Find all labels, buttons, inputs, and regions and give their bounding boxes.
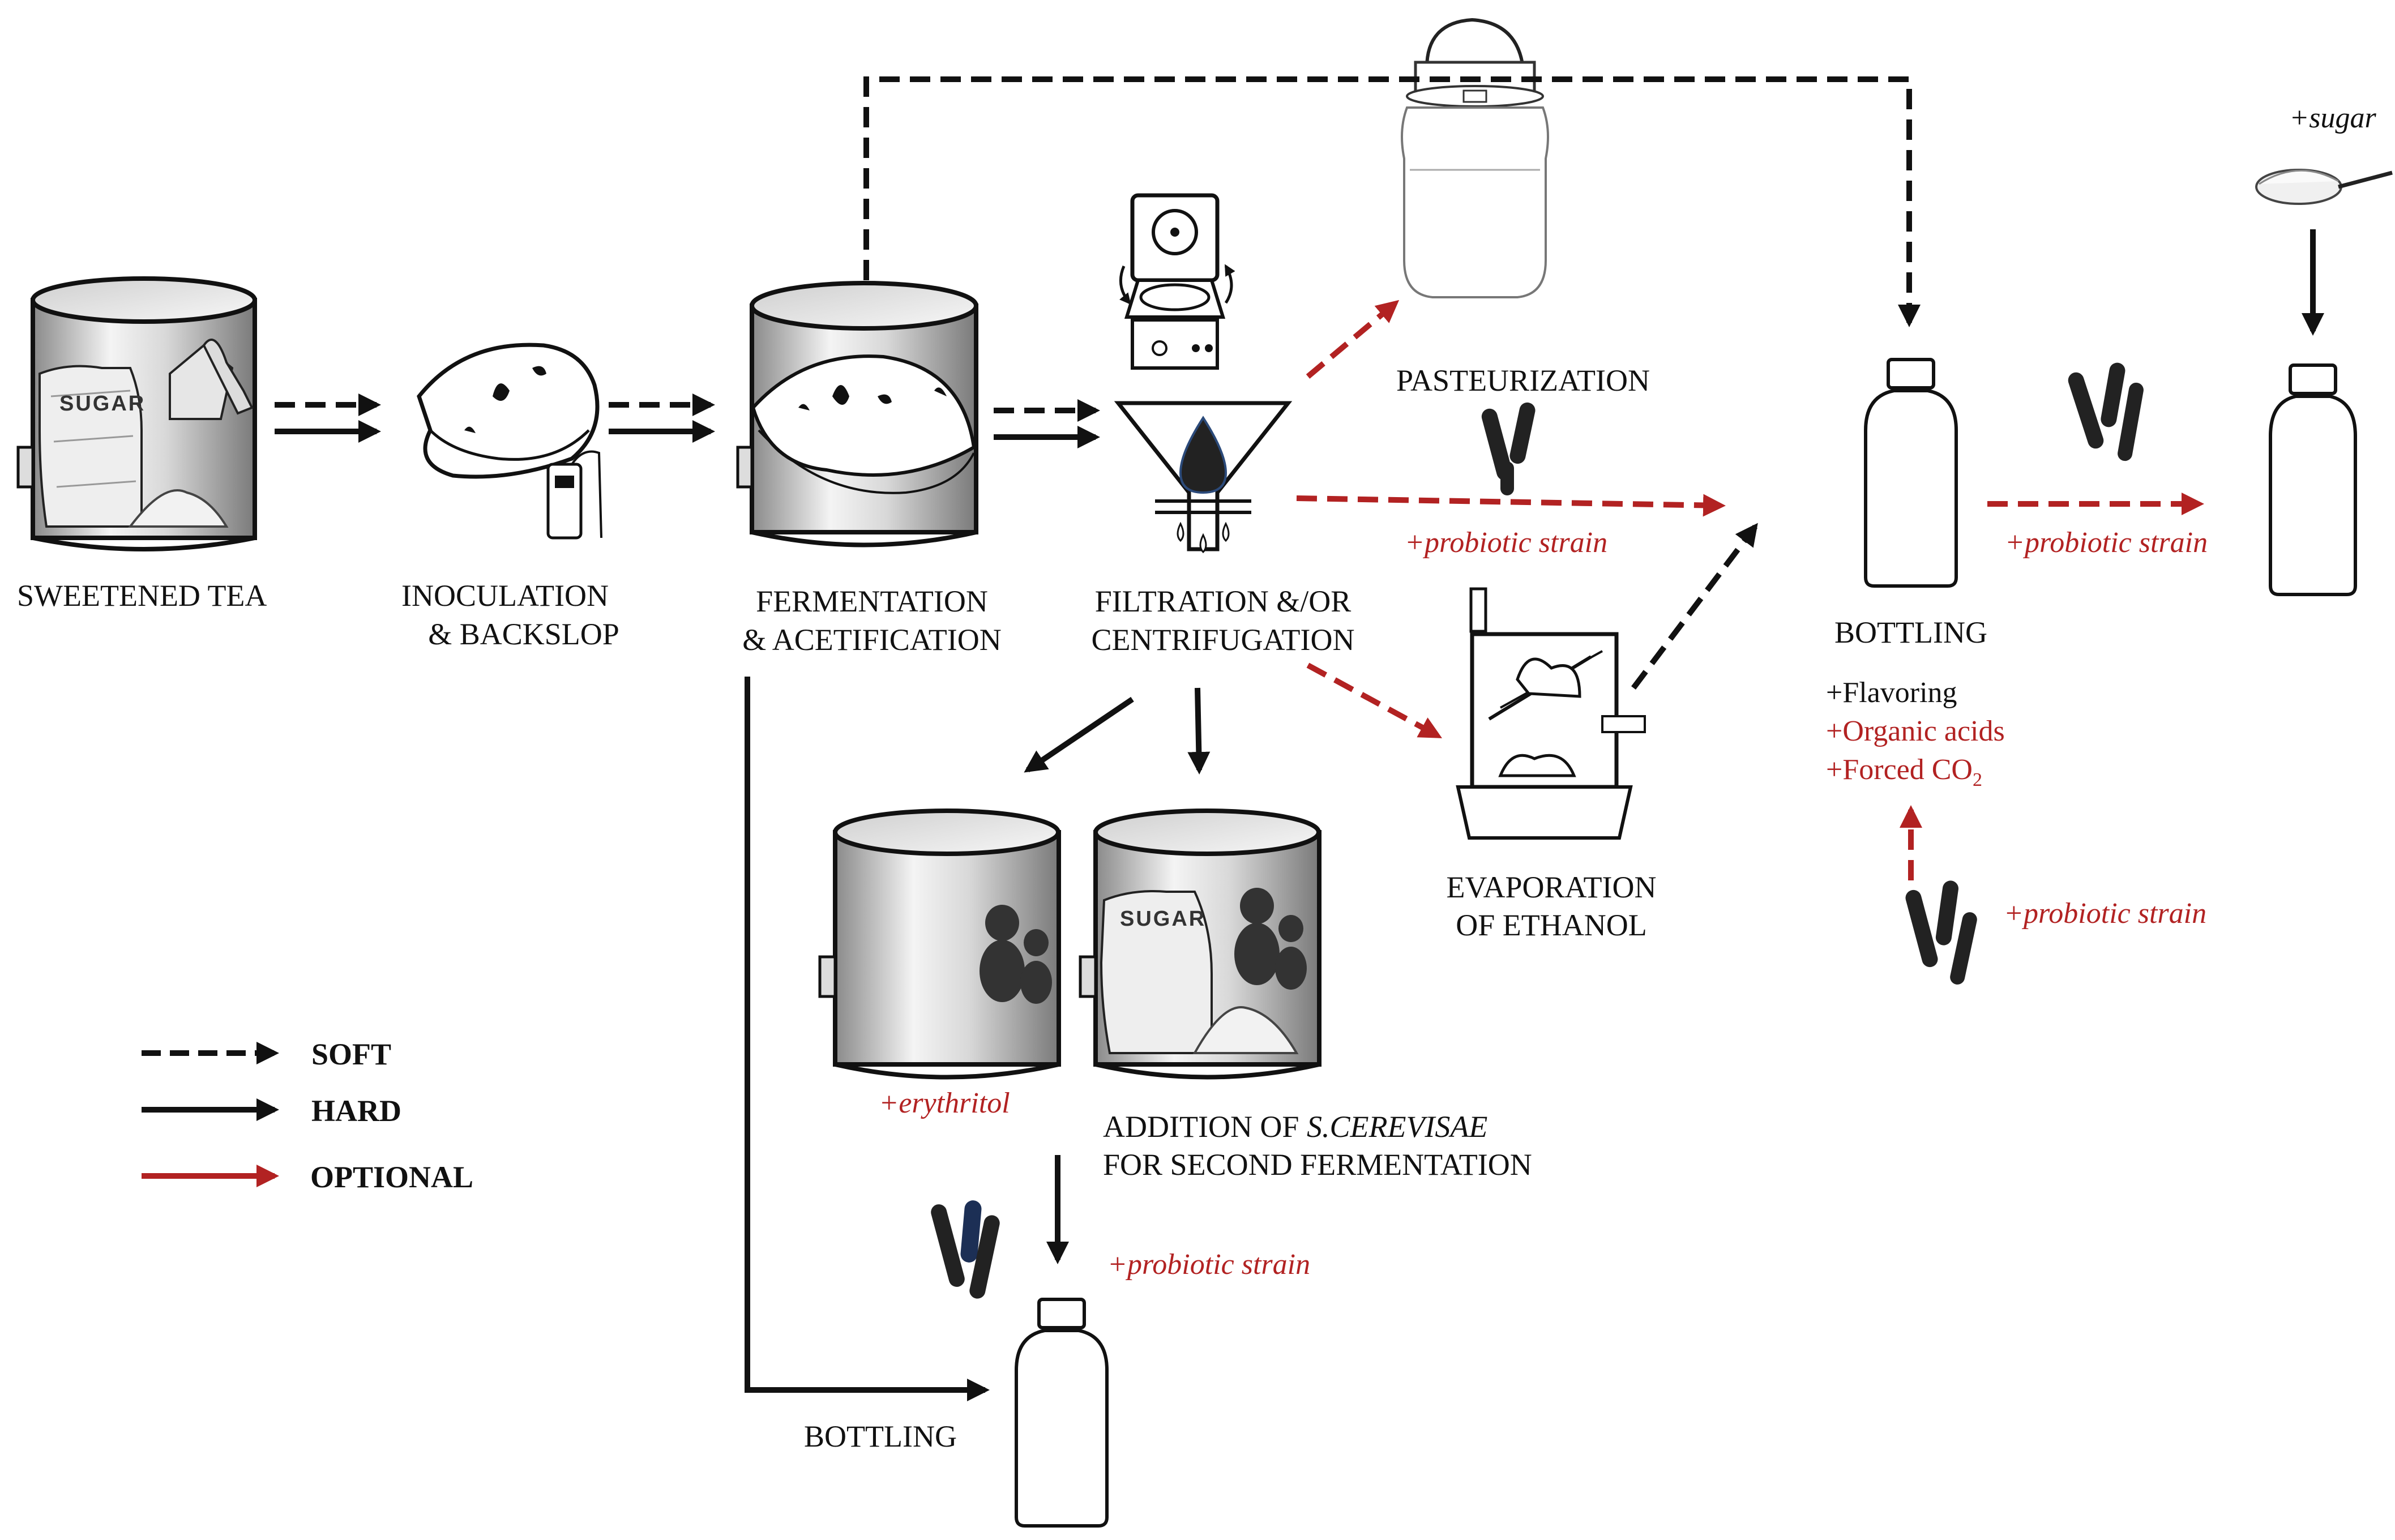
sugar-bag-label: SUGAR	[59, 392, 146, 416]
label-fermentation-2: & ACETIFICATION	[742, 623, 1002, 657]
scoby-and-ph-meter-icon	[417, 343, 602, 540]
hard-arrows	[275, 229, 2324, 1401]
forced-co2-label: +Forced CO2	[1826, 754, 1982, 790]
sugar-spoon-icon	[2255, 169, 2393, 205]
probiotic-bacteria-icon-4	[931, 1200, 1000, 1299]
sugar-bag-label-2: SUGAR	[1120, 907, 1206, 931]
legend-soft-label: SOFT	[311, 1037, 391, 1071]
label-filtration-1: FILTRATION &/OR	[1095, 584, 1352, 618]
probiotic-label-3: +probiotic strain	[2004, 897, 2206, 930]
legend-hard-label: HARD	[311, 1094, 401, 1128]
probiotic-bacteria-icon-1	[1481, 402, 1536, 495]
label-bottling-right: BOTTLING	[1834, 615, 1987, 649]
soft-arrows	[275, 76, 1921, 690]
optional-arrows	[1296, 300, 2204, 880]
probiotic-label-1: +probiotic strain	[1405, 527, 1607, 559]
label-inoculation-2: & BACKSLOP	[428, 617, 619, 651]
label-filtration-2: CENTRIFUGATION	[1092, 623, 1355, 657]
legend-optional-label: OPTIONAL	[310, 1160, 473, 1194]
yeast-cells-icon-2	[1234, 888, 1307, 990]
ethanol-evaporator-icon	[1456, 587, 1646, 840]
organic-acids-label: +Organic acids	[1826, 715, 2005, 747]
sweetened-tea-tank-icon: SUGAR	[16, 276, 257, 551]
erythritol-tank-icon	[818, 808, 1061, 1080]
probiotic-label-2: +probiotic strain	[2005, 527, 2208, 559]
label-sweetened-tea: SWEETENED TEA	[17, 579, 267, 613]
erythritol-label: +erythritol	[879, 1087, 1010, 1119]
yeast-sugar-tank-icon: SUGAR	[1079, 808, 1321, 1080]
centrifuge-icon	[1119, 193, 1235, 370]
pasteurization-can-icon	[1401, 18, 1549, 298]
flavoring-label: +Flavoring	[1826, 677, 1957, 709]
label-second-fermentation-1: ADDITION OF S.CEREVISAE	[1103, 1110, 1487, 1144]
label-evaporation-2: OF ETHANOL	[1456, 908, 1646, 942]
bottle-icon-right-1	[1864, 358, 1958, 588]
label-evaporation-1: EVAPORATION	[1446, 870, 1656, 904]
legend: SOFT HARD OPTIONAL	[142, 1037, 473, 1194]
label-second-fermentation-2: FOR SECOND FERMENTATION	[1103, 1148, 1532, 1182]
probiotic-label-4: +probiotic strain	[1107, 1248, 1310, 1281]
probiotic-bacteria-icon-2	[2068, 362, 2144, 461]
label-fermentation-1: FERMENTATION	[756, 584, 988, 618]
probiotic-bacteria-icon-3	[1905, 880, 1977, 985]
label-inoculation-1: INOCULATION	[401, 579, 609, 613]
label-pasteurization: PASTEURIZATION	[1396, 363, 1650, 397]
label-bottling-bottom: BOTTLING	[804, 1419, 957, 1453]
filter-funnel-icon	[1114, 401, 1293, 554]
sugar-label: +sugar	[2289, 102, 2376, 134]
bottle-icon-right-2	[2269, 363, 2357, 596]
fermentation-tank-icon	[736, 281, 978, 547]
yeast-cells-icon	[980, 905, 1052, 1004]
bottle-icon-bottom	[1015, 1298, 1109, 1528]
